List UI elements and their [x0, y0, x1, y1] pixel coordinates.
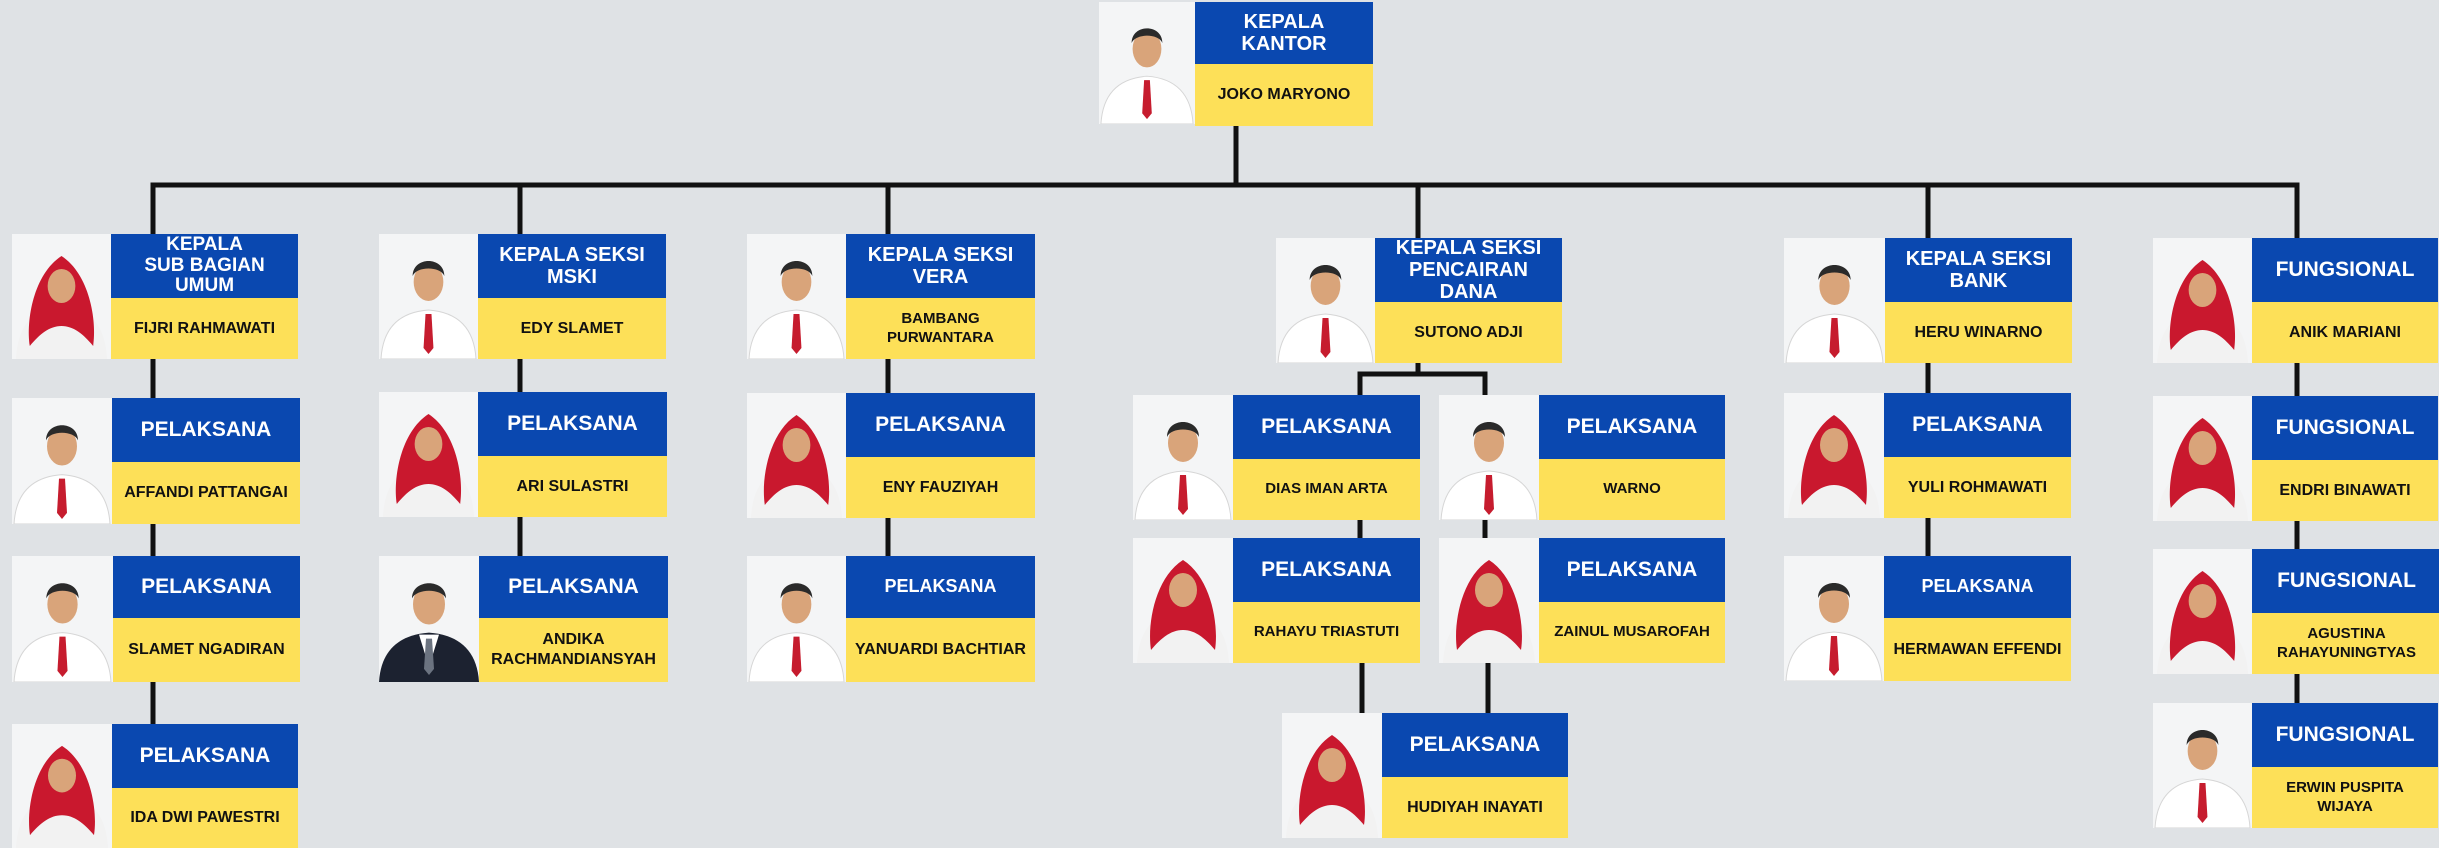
person-name: ZAINUL MUSAROFAH: [1539, 602, 1725, 663]
role-title: PELAKSANA: [113, 556, 300, 618]
role-title: FUNGSIONAL: [2252, 396, 2438, 460]
role-title: KEPALA SEKSI MSKI: [478, 234, 666, 298]
person-hijab-icon: [12, 234, 111, 359]
person-icon: [379, 234, 478, 359]
person-name: SLAMET NGADIRAN: [113, 618, 300, 682]
role-title: KEPALA SUB BAGIAN UMUM: [111, 234, 298, 298]
person-name: IDA DWI PAWESTRI: [112, 788, 298, 848]
person-hijab-icon: [1282, 713, 1382, 838]
role-title: PELAKSANA: [1884, 393, 2071, 457]
person-name: YANUARDI BACHTIAR: [846, 618, 1035, 682]
person-icon: [1099, 2, 1195, 124]
person-name: ENY FAUZIYAH: [846, 457, 1035, 518]
person-hijab-icon: [1784, 393, 1884, 518]
role-title: PELAKSANA: [1233, 538, 1420, 602]
person-icon: [1276, 238, 1375, 363]
role-title: KEPALA SEKSI VERA: [846, 234, 1035, 298]
role-title: PELAKSANA: [1233, 395, 1420, 459]
person-name: BAMBANG PURWANTARA: [846, 298, 1035, 359]
person-icon: [1784, 238, 1885, 363]
role-title: FUNGSIONAL: [2252, 549, 2439, 613]
role-title: PELAKSANA: [846, 556, 1035, 618]
role-title: PELAKSANA: [846, 393, 1035, 457]
person-name: ENDRI BINAWATI: [2252, 460, 2438, 521]
person-name: SUTONO ADJI: [1375, 302, 1562, 363]
person-icon: [747, 556, 846, 682]
person-name: JOKO MARYONO: [1195, 64, 1373, 126]
role-title: FUNGSIONAL: [2252, 703, 2438, 767]
person-name: ANIK MARIANI: [2252, 302, 2438, 363]
role-title: KEPALA SEKSI BANK: [1885, 238, 2072, 302]
person-name: EDY SLAMET: [478, 298, 666, 359]
person-name: YULI ROHMAWATI: [1884, 457, 2071, 518]
role-title: PELAKSANA: [479, 556, 668, 618]
role-title: KEPALA KANTOR: [1195, 2, 1373, 64]
person-name: HERU WINARNO: [1885, 302, 2072, 363]
person-name: ERWIN PUSPITA WIJAYA: [2252, 767, 2438, 828]
role-title: KEPALA SEKSI PENCAIRAN DANA: [1375, 237, 1562, 303]
role-title: PELAKSANA: [1539, 395, 1725, 459]
person-hijab-icon: [12, 724, 112, 848]
person-icon: [2153, 703, 2252, 828]
person-hijab-icon: [2153, 396, 2252, 521]
person-icon: [1439, 395, 1539, 520]
person-name: HERMAWAN EFFENDI: [1884, 618, 2071, 681]
person-hijab-icon: [379, 392, 478, 517]
person-name: WARNO: [1539, 459, 1725, 520]
person-hijab-icon: [1439, 538, 1539, 663]
person-name: DIAS IMAN ARTA: [1233, 459, 1420, 520]
person-icon: [1784, 556, 1884, 681]
person-name: AGUSTINA RAHAYUNINGTYAS: [2252, 613, 2439, 674]
person-hijab-icon: [747, 393, 846, 518]
person-icon: [12, 398, 112, 524]
role-title: FUNGSIONAL: [2252, 238, 2438, 302]
role-title: PELAKSANA: [112, 724, 298, 788]
role-title: PELAKSANA: [478, 392, 667, 456]
person-name: RAHAYU TRIASTUTI: [1233, 602, 1420, 663]
role-title: PELAKSANA: [1539, 538, 1725, 602]
person-name: FIJRI RAHMAWATI: [111, 298, 298, 359]
person-name: ANDIKA RACHMANDIANSYAH: [479, 618, 668, 682]
person-icon: [747, 234, 846, 359]
person-name: AFFANDI PATTANGAI: [112, 462, 300, 524]
person-icon: [1133, 395, 1233, 520]
person-name: HUDIYAH INAYATI: [1382, 777, 1568, 838]
role-title: PELAKSANA: [1382, 713, 1568, 777]
person-suit-icon: [379, 556, 479, 682]
person-hijab-icon: [1133, 538, 1233, 663]
person-name: ARI SULASTRI: [478, 456, 667, 517]
person-icon: [12, 556, 113, 682]
role-title: PELAKSANA: [1884, 556, 2071, 618]
role-title: PELAKSANA: [112, 398, 300, 462]
person-hijab-icon: [2153, 549, 2252, 674]
person-hijab-icon: [2153, 238, 2252, 363]
